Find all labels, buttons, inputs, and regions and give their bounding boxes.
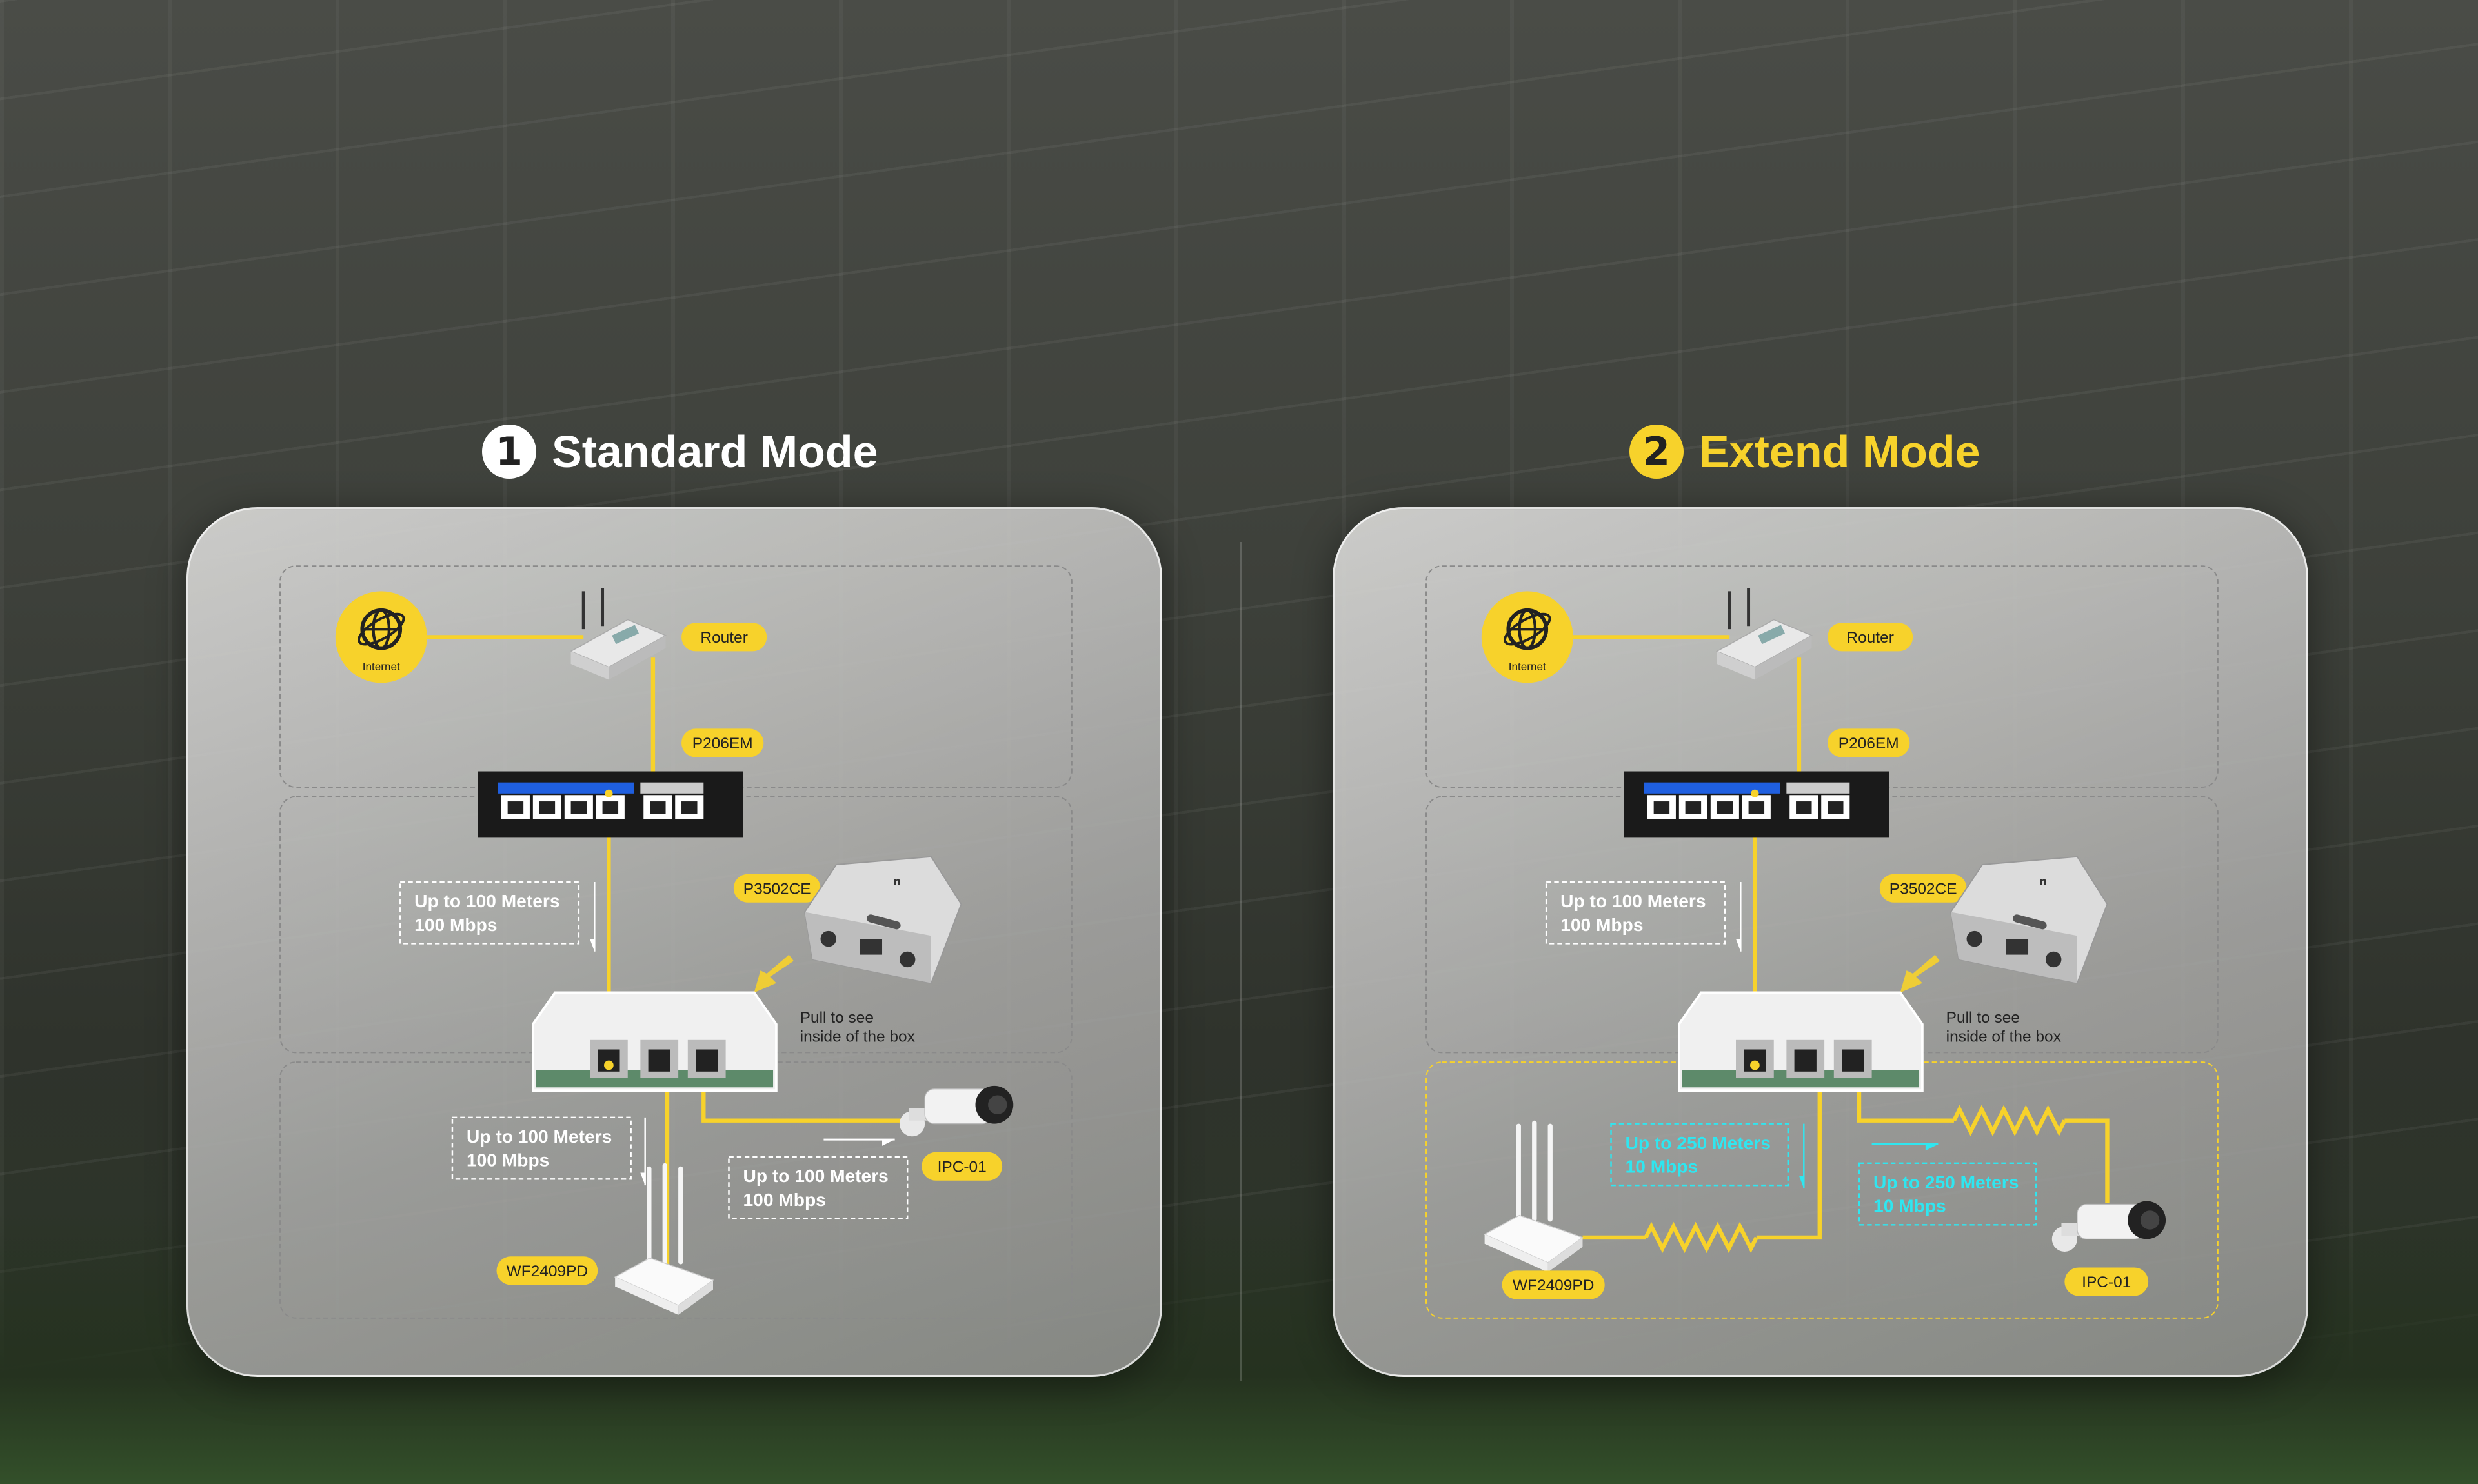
svg-text:n: n (893, 876, 901, 888)
link-spec-uplink: Up to 100 Meters 100 Mbps (399, 881, 580, 945)
svg-text:10 Mbps: 10 Mbps (1873, 1196, 1946, 1216)
internet-globe-icon: Internet (335, 591, 427, 683)
poe-extender-adapter-icon: n (1949, 856, 2108, 984)
link-spec-ap: Up to 250 Meters 10 Mbps (1610, 1123, 1789, 1187)
svg-text:100 Mbps: 100 Mbps (1560, 915, 1643, 935)
link-spec-camera: Up to 100 Meters 100 Mbps (728, 1156, 909, 1219)
wifi-router-icon (614, 1163, 714, 1315)
ap-label: WF2409PD (496, 1256, 598, 1285)
router-label: Router (681, 623, 767, 652)
svg-text:Router: Router (700, 629, 747, 647)
step-number-2: 2 (1629, 425, 1684, 479)
camera-label: IPC-01 (922, 1152, 1003, 1181)
svg-text:100 Mbps: 100 Mbps (414, 915, 497, 935)
svg-text:Internet: Internet (1509, 660, 1546, 673)
svg-text:Internet: Internet (363, 660, 400, 673)
pull-hint-line2: inside of the box (1946, 1028, 2061, 1045)
direction-arrow (1871, 1143, 1939, 1151)
internet-globe-icon: Internet (1481, 591, 1573, 683)
link-spec-ap: Up to 100 Meters 100 Mbps (451, 1116, 632, 1180)
svg-text:IPC-01: IPC-01 (938, 1158, 987, 1176)
svg-text:10 Mbps: 10 Mbps (1626, 1157, 1698, 1177)
svg-text:100 Mbps: 100 Mbps (467, 1150, 549, 1170)
switch-label: P206EM (1828, 728, 1910, 757)
poe-extender-adapter-icon: n (803, 856, 962, 984)
svg-text:P3502CE: P3502CE (743, 880, 811, 897)
router-label: Router (1828, 623, 1913, 652)
poe-switch-icon (478, 771, 743, 838)
svg-text:IPC-01: IPC-01 (2082, 1274, 2131, 1291)
title-text: Extend Mode (1699, 426, 1980, 477)
svg-text:100 Mbps: 100 Mbps (743, 1190, 826, 1210)
svg-text:WF2409PD: WF2409PD (507, 1263, 588, 1280)
svg-text:Up to 100 Meters: Up to 100 Meters (414, 891, 559, 911)
divider (1240, 542, 1242, 1381)
pull-arrow-icon (1900, 954, 1940, 993)
adapter-label: P3502CE (733, 874, 821, 903)
svg-text:Up to 250 Meters: Up to 250 Meters (1873, 1172, 2019, 1192)
direction-arrow (589, 881, 596, 952)
svg-text:Up to 100 Meters: Up to 100 Meters (1560, 891, 1706, 911)
link-spec-uplink: Up to 100 Meters 100 Mbps (1545, 881, 1726, 945)
standard-mode-title: 1 Standard Mode (482, 423, 878, 481)
svg-text:P3502CE: P3502CE (1889, 880, 1957, 897)
svg-text:P206EM: P206EM (692, 735, 753, 752)
svg-text:n: n (2039, 876, 2047, 888)
ip-camera-icon (2051, 1201, 2166, 1252)
direction-arrow (1798, 1123, 1805, 1189)
router-icon (1715, 588, 1813, 680)
direction-arrow (823, 1138, 895, 1146)
svg-text:Up to 100 Meters: Up to 100 Meters (743, 1166, 889, 1186)
direction-arrow (1735, 881, 1742, 952)
pull-arrow-icon (754, 954, 794, 993)
step-number-1: 1 (482, 425, 536, 479)
svg-text:Up to 250 Meters: Up to 250 Meters (1626, 1133, 1771, 1153)
ap-label: WF2409PD (1502, 1270, 1605, 1299)
adapter-label: P3502CE (1879, 874, 1967, 903)
link-spec-camera: Up to 250 Meters 10 Mbps (1858, 1162, 2037, 1226)
svg-text:P206EM: P206EM (1838, 735, 1899, 752)
extend-mode-title: 2 Extend Mode (1629, 423, 1980, 481)
svg-text:WF2409PD: WF2409PD (1513, 1277, 1594, 1294)
pull-hint-line1: Pull to see (800, 1009, 874, 1027)
pull-hint-line2: inside of the box (800, 1028, 915, 1045)
title-text: Standard Mode (552, 426, 878, 477)
pull-hint-line1: Pull to see (1946, 1009, 2020, 1027)
wifi-router-icon (1483, 1120, 1584, 1272)
switch-label: P206EM (681, 728, 764, 757)
direction-arrow (640, 1117, 646, 1186)
router-icon (569, 588, 667, 680)
ip-camera-icon (899, 1085, 1014, 1137)
svg-text:Router: Router (1846, 629, 1893, 647)
poe-switch-icon (1624, 771, 1889, 838)
extender-box-icon (531, 991, 778, 1092)
svg-text:Up to 100 Meters: Up to 100 Meters (467, 1127, 612, 1147)
camera-label: IPC-01 (2064, 1267, 2149, 1296)
extender-box-icon (1677, 991, 1924, 1092)
